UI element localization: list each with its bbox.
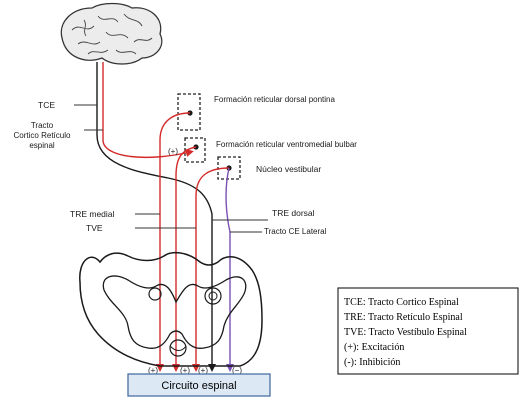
label-circuito-espinal: Circuito espinal [161,380,236,392]
legend-line-1: TCE: Tracto Cortico Espinal [344,297,459,308]
circuito-espinal-box [127,373,271,397]
label-tracto-cr-2: Cortico Retículo [14,131,71,140]
label-tracto-cr-3: espinal [29,141,55,150]
label-tracto-ce-lateral: Tracto CE Lateral [264,227,327,236]
label-tve: TVE [86,223,103,233]
label-tre-dorsal: TRE dorsal [272,208,315,218]
tve-tract [192,167,230,372]
label-frv-bulbar: Formación reticular ventromedial bulbar [216,140,357,149]
frd-pontina-box [177,93,201,131]
tracto-cortico-reticulo-tract [102,62,194,159]
spinal-cord-section [79,251,263,367]
label-tce: TCE [38,100,55,110]
tre-bulbar-tract [172,146,197,372]
legend-line-4: (+): Excitación [344,342,404,353]
label-tre-medial: TRE medial [70,209,115,219]
legend-line-3: TVE: Tracto Vestíbulo Espinal [344,327,467,338]
tre-medial-tract [156,112,191,372]
sign-bottom-1: (+) [148,366,158,375]
legend-line-2: TRE: Tracto Retículo Espinal [344,312,463,323]
tre-dorsal-tract [225,167,234,372]
label-tracto-cr-1: Tracto [31,121,54,130]
legend-box [337,287,519,375]
brain-icon [60,2,163,65]
label-nucleo-vestibular: Núcleo vestibular [256,164,321,174]
label-frd-pontina: Formación reticular dorsal pontina [214,95,335,104]
legend-line-5: (-): Inhibición [344,357,400,368]
frv-bulbar-box [184,137,206,163]
sign-bulbar: (+) [168,147,178,156]
tce-tract [96,62,216,372]
sign-bottom-2: (+) [180,366,190,375]
nucleo-vestibular-box [217,156,241,180]
sign-bottom-3: (+) [198,366,208,375]
sign-bottom-4: (−) [232,366,242,375]
